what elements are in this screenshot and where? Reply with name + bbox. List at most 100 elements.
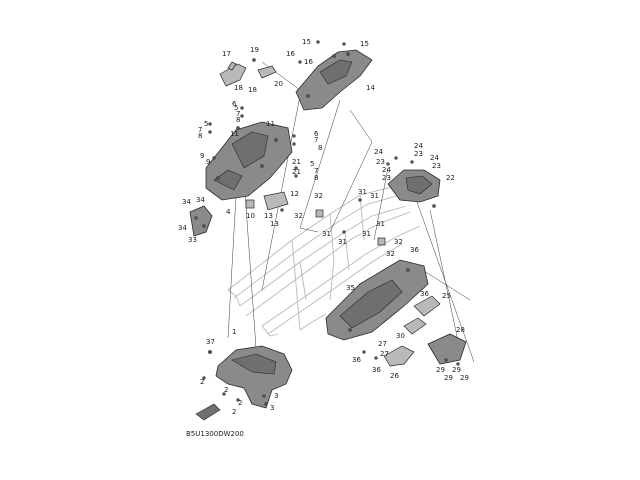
fasteners xyxy=(202,40,414,406)
callout-24: 24 xyxy=(374,148,383,156)
callout-14: 14 xyxy=(366,84,375,92)
callout-32: 32 xyxy=(386,250,395,258)
callout-25: 25 xyxy=(442,292,451,300)
diagram-code: B5U1300DW200 xyxy=(186,430,244,438)
part-35-inner-fender xyxy=(325,259,429,341)
callout-26: 26 xyxy=(390,372,399,380)
part-28-bracket xyxy=(427,333,467,366)
callout-23: 23 xyxy=(432,162,441,170)
callout-8: 8 xyxy=(318,144,322,152)
callout-36: 36 xyxy=(352,356,361,364)
callout-34: 34 xyxy=(178,224,187,232)
callout-6: 6 xyxy=(314,130,319,138)
callout-34: 34 xyxy=(196,196,205,204)
callout-27: 27 xyxy=(380,350,389,358)
callout-32: 32 xyxy=(314,192,323,200)
part-10-collar xyxy=(245,199,255,209)
part-32-collars xyxy=(315,209,386,246)
callout-34: 34 xyxy=(182,198,191,206)
callout-31: 31 xyxy=(376,220,385,228)
callout-7: 7 xyxy=(314,136,318,144)
callout-31: 31 xyxy=(338,238,347,246)
callout-33: 33 xyxy=(188,236,197,244)
callout-29: 29 xyxy=(452,366,461,374)
callout-3: 3 xyxy=(270,404,274,412)
callout-13: 13 xyxy=(264,212,273,220)
callout-labels: 1 2 2 2 2 3 3 4 5 5 5 6 6 7 7 7 7 8 8 8 … xyxy=(178,38,469,416)
callout-8: 8 xyxy=(198,132,202,140)
callout-2: 2 xyxy=(238,399,242,407)
callout-31: 31 xyxy=(370,192,379,200)
callout-28: 28 xyxy=(456,326,465,334)
callout-5: 5 xyxy=(204,120,208,128)
callout-23: 23 xyxy=(414,150,423,158)
callout-7: 7 xyxy=(314,167,318,175)
part-1-rear-fender xyxy=(215,345,293,409)
callout-24: 24 xyxy=(382,166,391,174)
callout-7: 7 xyxy=(236,110,240,118)
callout-5: 5 xyxy=(310,160,314,168)
part-14-bracket xyxy=(295,49,373,111)
callout-23: 23 xyxy=(382,174,391,182)
part-sticker xyxy=(195,403,221,421)
callout-31: 31 xyxy=(358,188,367,196)
callout-20: 20 xyxy=(274,80,283,88)
callout-30: 30 xyxy=(396,332,405,340)
callout-12: 12 xyxy=(290,190,299,198)
part-30-bracket xyxy=(403,317,427,335)
callout-32: 32 xyxy=(394,238,403,246)
callout-36: 36 xyxy=(410,246,419,254)
callout-32: 32 xyxy=(294,212,303,220)
part-26-bracket xyxy=(383,345,415,367)
callout-6: 6 xyxy=(232,100,237,108)
callout-31: 31 xyxy=(322,230,331,238)
callout-27: 27 xyxy=(378,340,387,348)
callout-29: 29 xyxy=(444,374,453,382)
callout-15: 15 xyxy=(302,38,311,46)
callout-17: 17 xyxy=(222,50,231,58)
callout-8: 8 xyxy=(314,174,318,182)
assembly-lines xyxy=(227,61,475,363)
callout-1: 1 xyxy=(232,328,236,336)
callout-21: 21 xyxy=(292,168,301,176)
callout-37: 37 xyxy=(206,338,215,346)
callout-2: 2 xyxy=(224,386,228,394)
callout-21: 21 xyxy=(292,158,301,166)
callout-15: 15 xyxy=(360,40,369,48)
callout-36: 36 xyxy=(372,366,381,374)
callout-19: 19 xyxy=(250,46,259,54)
part-37-clip xyxy=(207,350,212,355)
callout-23: 23 xyxy=(376,158,385,166)
part-22-cover xyxy=(387,169,441,208)
part-25-bracket xyxy=(413,295,441,317)
callout-2: 2 xyxy=(232,408,236,416)
callout-18: 18 xyxy=(234,84,243,92)
callout-31: 31 xyxy=(362,230,371,238)
part-20-damper xyxy=(252,58,277,79)
callout-4: 4 xyxy=(226,208,231,216)
callout-29: 29 xyxy=(436,366,445,374)
callout-2: 2 xyxy=(200,378,204,386)
callout-13: 13 xyxy=(270,220,279,228)
callout-29: 29 xyxy=(460,374,469,382)
callout-18: 18 xyxy=(248,86,257,94)
callout-5: 5 xyxy=(234,104,238,112)
callout-11: 11 xyxy=(266,120,275,128)
part-4-tail-bracket xyxy=(205,121,293,201)
callout-22: 22 xyxy=(446,174,455,182)
callout-24: 24 xyxy=(430,154,439,162)
callout-9: 9 xyxy=(200,152,204,160)
callout-24: 24 xyxy=(414,142,423,150)
callout-8: 8 xyxy=(236,116,240,124)
part-12-damper xyxy=(263,191,289,211)
callout-16: 16 xyxy=(286,50,295,58)
callout-36: 36 xyxy=(420,290,429,298)
callout-16: 16 xyxy=(304,58,313,66)
part-33-bracket xyxy=(189,205,213,237)
callout-10: 10 xyxy=(246,212,255,220)
callout-9: 9 xyxy=(206,158,210,166)
callout-7: 7 xyxy=(198,126,202,134)
callout-3: 3 xyxy=(274,392,278,400)
callout-35: 35 xyxy=(346,284,355,292)
